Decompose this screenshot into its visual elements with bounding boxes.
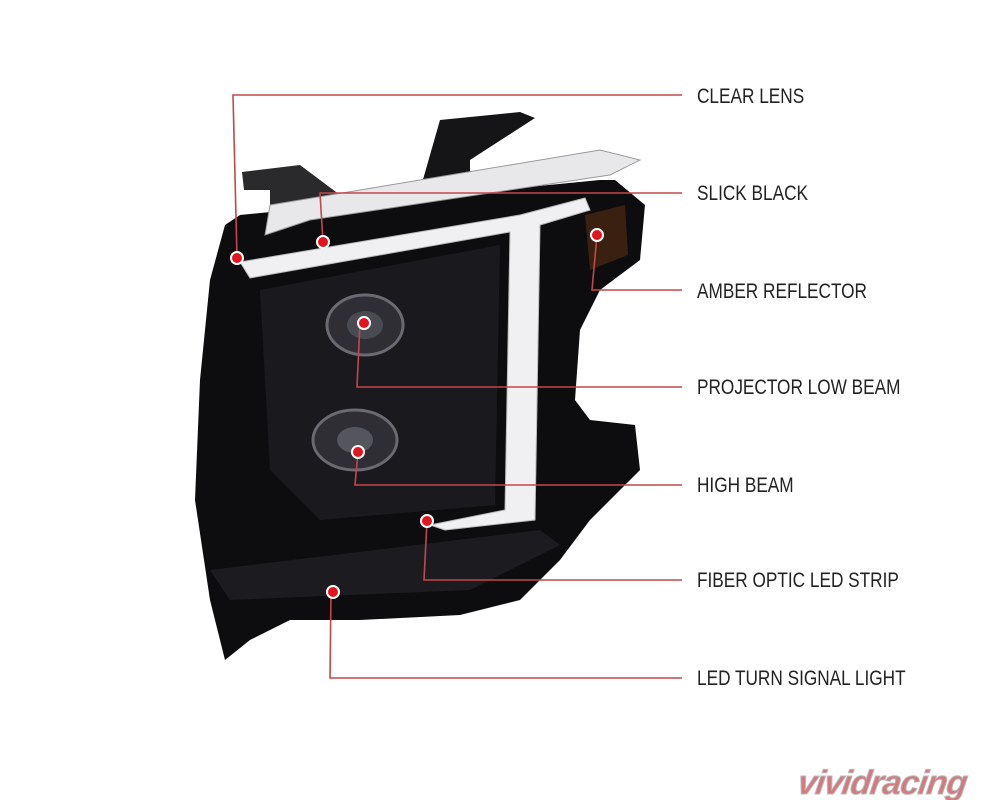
callout-line-high-beam	[354, 451, 682, 486]
callout-line-turn-signal	[329, 591, 682, 679]
label-projector-low-beam: PROJECTOR LOW BEAM	[697, 376, 901, 399]
callout-dot	[590, 228, 604, 242]
callout-line-slick-black	[319, 192, 682, 243]
callout-dot	[357, 316, 371, 330]
high-beam-lens-inner	[337, 427, 373, 453]
fiber-optic-bar	[239, 197, 591, 531]
callout-dot	[351, 445, 365, 459]
callout-dot	[420, 514, 434, 528]
callout-lines	[232, 94, 682, 679]
callout-dot	[230, 251, 244, 265]
label-slick-black: SLICK BLACK	[697, 182, 809, 205]
callout-dots	[230, 228, 604, 599]
mounting-bracket	[242, 165, 340, 232]
label-fiber-optic-led-strip: FIBER OPTIC LED STRIP	[697, 569, 899, 592]
callout-line-clear-lens	[232, 94, 682, 259]
callout-dot	[326, 585, 340, 599]
label-led-turn-signal-light: LED TURN SIGNAL LIGHT	[697, 667, 906, 690]
callout-line-projector	[356, 322, 682, 388]
label-high-beam: HIGH BEAM	[697, 474, 794, 497]
inner-bezel	[260, 245, 500, 520]
label-amber-reflector: AMBER REFLECTOR	[697, 280, 868, 303]
mounting-bracket	[420, 112, 535, 190]
brand-logo: vividracing	[795, 764, 970, 800]
led-strip	[210, 530, 560, 600]
callout-line-amber-reflector	[591, 234, 682, 291]
callout-line-fiber-optic	[423, 520, 682, 581]
label-clear-lens: CLEAR LENS	[697, 85, 805, 108]
callout-dot	[316, 235, 330, 249]
